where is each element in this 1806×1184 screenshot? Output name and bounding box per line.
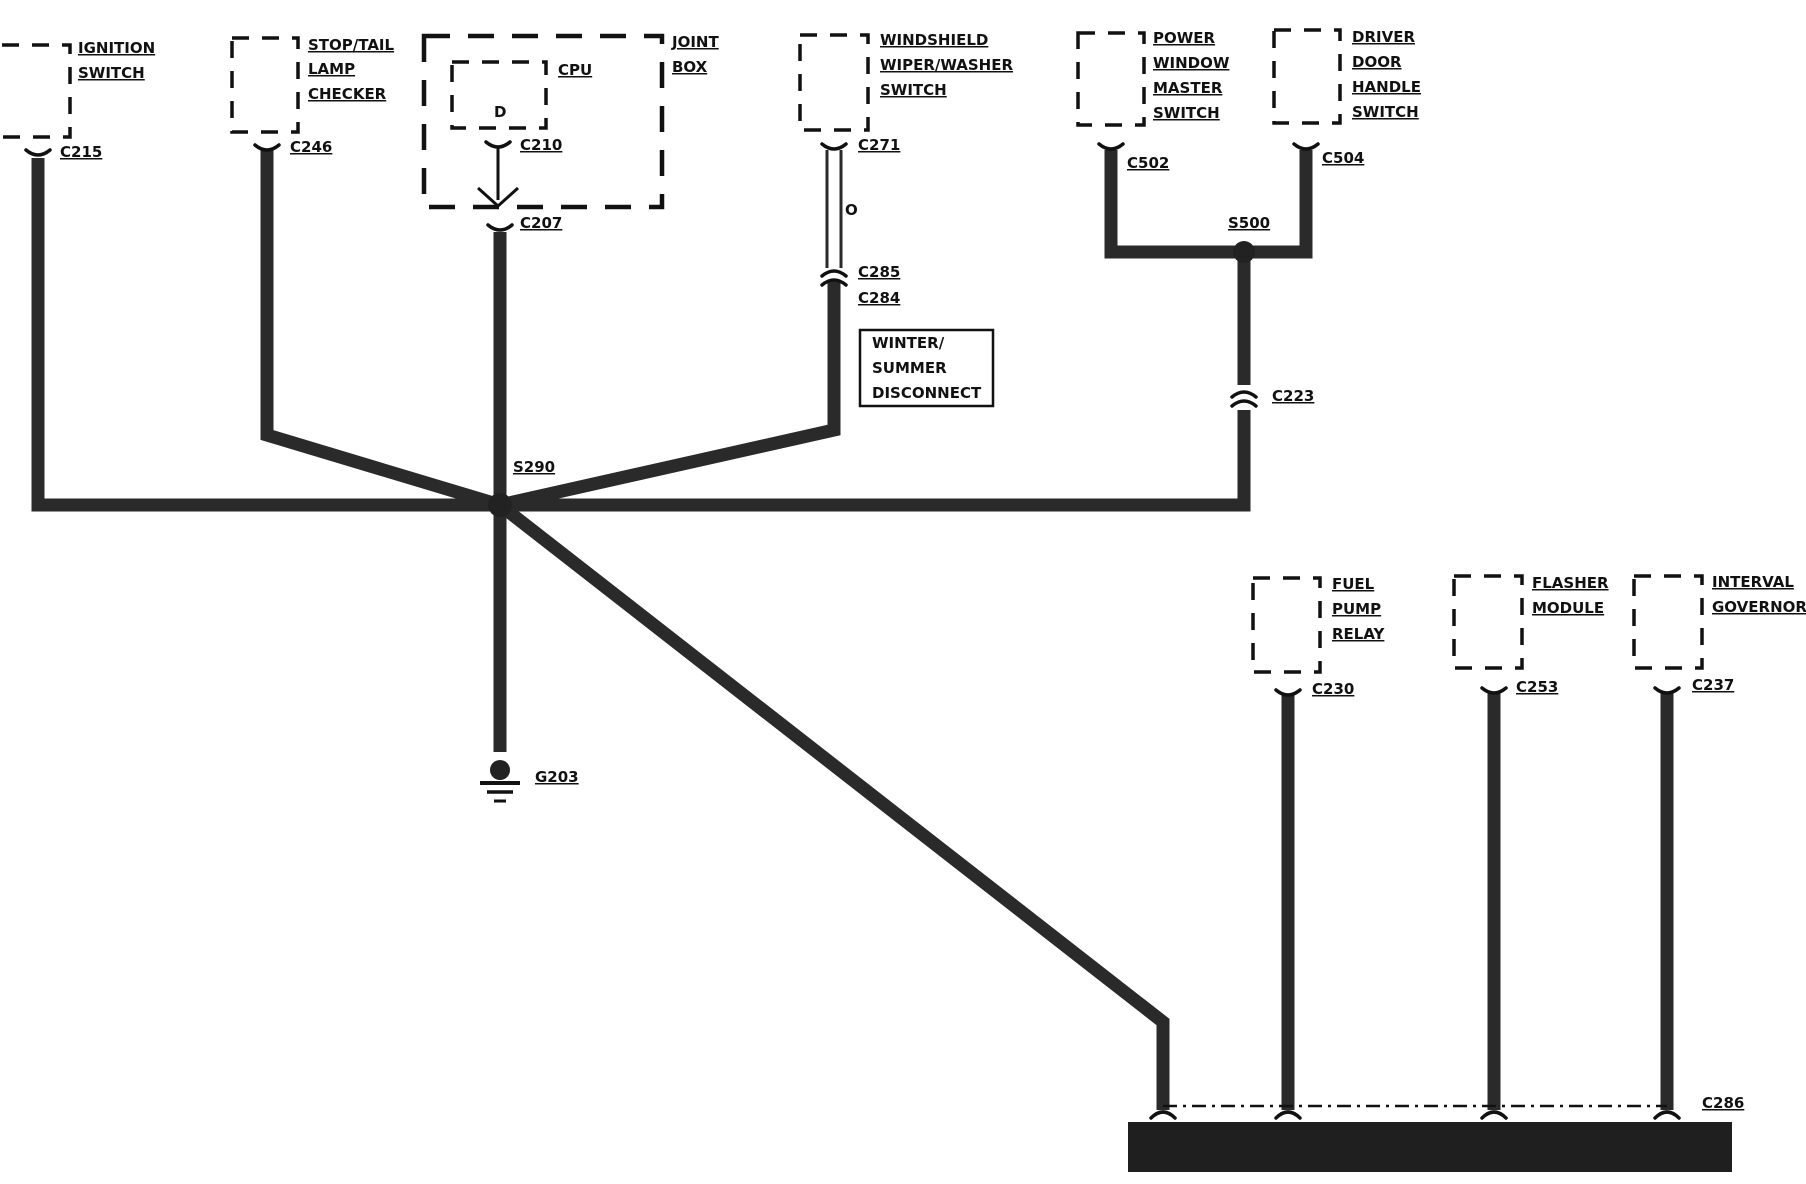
c210-symbol <box>484 140 512 149</box>
c286-pin-1 <box>1149 1110 1177 1120</box>
wire-diagonal-to-c286 <box>496 499 1170 1110</box>
ignition-switch-label-1: IGNITION <box>78 39 155 57</box>
wiper-label-1: WINDSHIELD <box>880 31 988 49</box>
ground-bus-bar <box>1128 1122 1732 1172</box>
g203-label: G203 <box>535 768 579 786</box>
joint-box-box <box>421 33 665 210</box>
interval-governor-label-1: INTERVAL <box>1712 573 1794 591</box>
fuel-pump-label-1: FUEL <box>1332 575 1375 593</box>
power-window-label-2: WINDOW <box>1153 54 1230 72</box>
c504-symbol <box>1292 142 1320 151</box>
ignition-switch-label-2: SWITCH <box>78 64 145 82</box>
fuel-pump-relay-box <box>1251 576 1322 674</box>
c246-label: C246 <box>290 138 332 156</box>
c285-label: C285 <box>858 263 900 281</box>
c286-pin-3 <box>1480 1110 1508 1120</box>
c286-label: C286 <box>1702 1094 1744 1112</box>
interval-governor-box <box>1632 574 1704 670</box>
joint-box-label-1: JOINT <box>671 33 719 51</box>
stop-tail-lamp-checker-box <box>230 36 300 134</box>
c502-symbol <box>1097 142 1125 151</box>
wire-power-window-branch <box>1104 150 1244 259</box>
driver-door-label-2: DOOR <box>1352 53 1402 71</box>
c207-symbol <box>486 223 514 232</box>
wire-driver-door-branch <box>1244 150 1313 259</box>
s500-label: S500 <box>1228 214 1270 232</box>
c285-symbol <box>820 269 848 278</box>
connectors <box>24 140 1681 1120</box>
c286-pin-2 <box>1274 1110 1302 1120</box>
c253-symbol <box>1480 686 1508 695</box>
wire-wiper-washer-upper <box>825 150 843 268</box>
joint-box-label-2: BOX <box>672 58 708 76</box>
wiper-washer-switch-box <box>798 33 870 132</box>
c271-symbol <box>820 142 848 151</box>
interval-governor-label-2: GOVERNOR <box>1712 598 1806 616</box>
c237-symbol <box>1653 686 1681 695</box>
cpu-label: CPU <box>558 61 592 79</box>
c504-label: C504 <box>1322 149 1364 167</box>
driver-door-label-3: HANDLE <box>1352 78 1421 96</box>
wiper-label-2: WIPER/WASHER <box>880 56 1013 74</box>
stop-tail-label-3: CHECKER <box>308 85 387 103</box>
wire-wiper-washer-lower <box>498 280 841 512</box>
component-boxes <box>2 28 1704 1108</box>
winter-summer-label-1: WINTER/ <box>872 334 945 352</box>
c215-symbol <box>24 148 52 157</box>
stop-tail-label-2: LAMP <box>308 60 355 78</box>
winter-summer-disconnect-box <box>858 328 995 408</box>
wire-stop-tail-lamp-checker <box>260 150 502 512</box>
c223-label: C223 <box>1272 387 1314 405</box>
c210-label: C210 <box>520 136 562 154</box>
c502-label: C502 <box>1127 154 1169 172</box>
winter-summer-label-2: SUMMER <box>872 359 947 377</box>
winter-summer-label-3: DISCONNECT <box>872 384 982 402</box>
driver-door-handle-switch-box <box>1272 28 1342 125</box>
c215-label: C215 <box>60 143 102 161</box>
power-window-label-4: SWITCH <box>1153 104 1220 122</box>
cpu-internal-wire <box>476 148 520 209</box>
power-window-label-1: POWER <box>1153 29 1216 47</box>
wiper-label-3: SWITCH <box>880 81 947 99</box>
flasher-label-1: FLASHER <box>1532 574 1609 592</box>
power-window-label-3: MASTER <box>1153 79 1223 97</box>
flasher-module-box <box>1452 574 1524 670</box>
fuel-pump-label-3: RELAY <box>1332 625 1386 643</box>
wire-s500-lower <box>500 410 1251 512</box>
cpu-box <box>450 60 548 130</box>
driver-door-label-4: SWITCH <box>1352 103 1419 121</box>
c230-label: C230 <box>1312 680 1354 698</box>
c237-label: C237 <box>1692 676 1734 694</box>
c286-pin-4 <box>1653 1110 1681 1120</box>
c230-symbol <box>1274 688 1302 697</box>
flasher-label-2: MODULE <box>1532 599 1604 617</box>
wire-color-label: O <box>845 201 858 219</box>
ground-g203-symbol <box>480 760 520 803</box>
splice-s500-dot <box>1233 241 1255 263</box>
wires <box>31 150 1674 1110</box>
c223-lower-symbol <box>1230 399 1258 408</box>
c223-upper-symbol <box>1230 390 1258 399</box>
c271-label: C271 <box>858 136 900 154</box>
ignition-switch-box <box>2 43 72 139</box>
c284-label: C284 <box>858 289 900 307</box>
splice-s290-dot <box>488 493 512 517</box>
c253-label: C253 <box>1516 678 1558 696</box>
c207-label: C207 <box>520 214 562 232</box>
power-window-master-switch-box <box>1076 31 1146 127</box>
s290-label: S290 <box>513 458 555 476</box>
driver-door-label-1: DRIVER <box>1352 28 1415 46</box>
c246-symbol <box>253 143 281 152</box>
wire-ignition-switch <box>31 158 500 512</box>
stop-tail-label-1: STOP/TAIL <box>308 36 395 54</box>
fuel-pump-label-2: PUMP <box>1332 600 1381 618</box>
cpu-pin-label: D <box>494 103 506 121</box>
c284-symbol <box>820 278 848 287</box>
